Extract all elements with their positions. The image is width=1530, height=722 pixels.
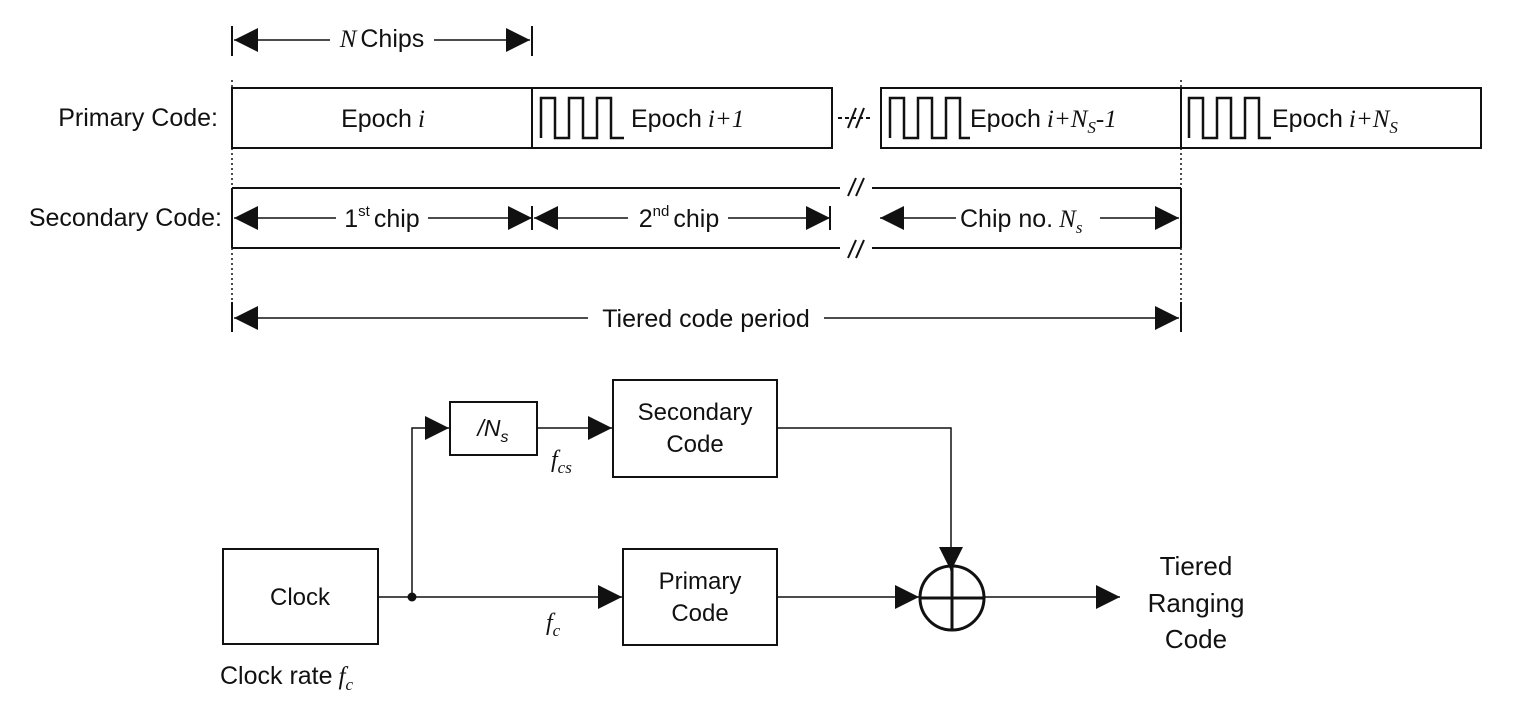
secondary-code-row-label: Secondary Code:	[29, 204, 222, 232]
break-marks	[838, 107, 870, 259]
square-wave-icon	[539, 96, 624, 140]
output-line1: Tiered	[1160, 551, 1233, 581]
secondary-code-block: Secondary Code	[612, 379, 778, 478]
primary-code-row-label: Primary Code:	[58, 104, 218, 132]
xor-adder-icon	[918, 564, 986, 632]
secondary-code-line2: Code	[666, 431, 723, 458]
square-wave-icon	[888, 96, 970, 140]
chip-label-ns: Chip no.Ns	[960, 205, 1083, 237]
signal-wires	[378, 416, 1120, 609]
primary-code-line1: Primary	[659, 568, 742, 595]
fcs-label: fcs	[551, 447, 572, 477]
divider-block: /Ns	[449, 401, 538, 456]
divider-label: /Ns	[476, 415, 509, 446]
primary-code-block: Primary Code	[622, 548, 778, 646]
tiered-code-period-label: Tiered code period	[602, 305, 810, 333]
junction-dot	[407, 592, 417, 602]
output-line2: Ranging	[1148, 588, 1245, 618]
square-wave-icon	[1187, 96, 1271, 140]
output-label: Tiered Ranging Code	[1148, 551, 1245, 654]
secondary-code-line1: Secondary	[638, 399, 753, 426]
tiered-code-period-dimension: Tiered code period	[231, 302, 1182, 333]
dotted-guide-lines	[231, 80, 1182, 300]
clock-label: Clock	[270, 584, 331, 611]
primary-code-line2: Code	[671, 600, 728, 627]
fc-label: fc	[546, 610, 561, 640]
output-line3: Code	[1165, 624, 1227, 654]
clock-block: Clock	[222, 548, 379, 645]
